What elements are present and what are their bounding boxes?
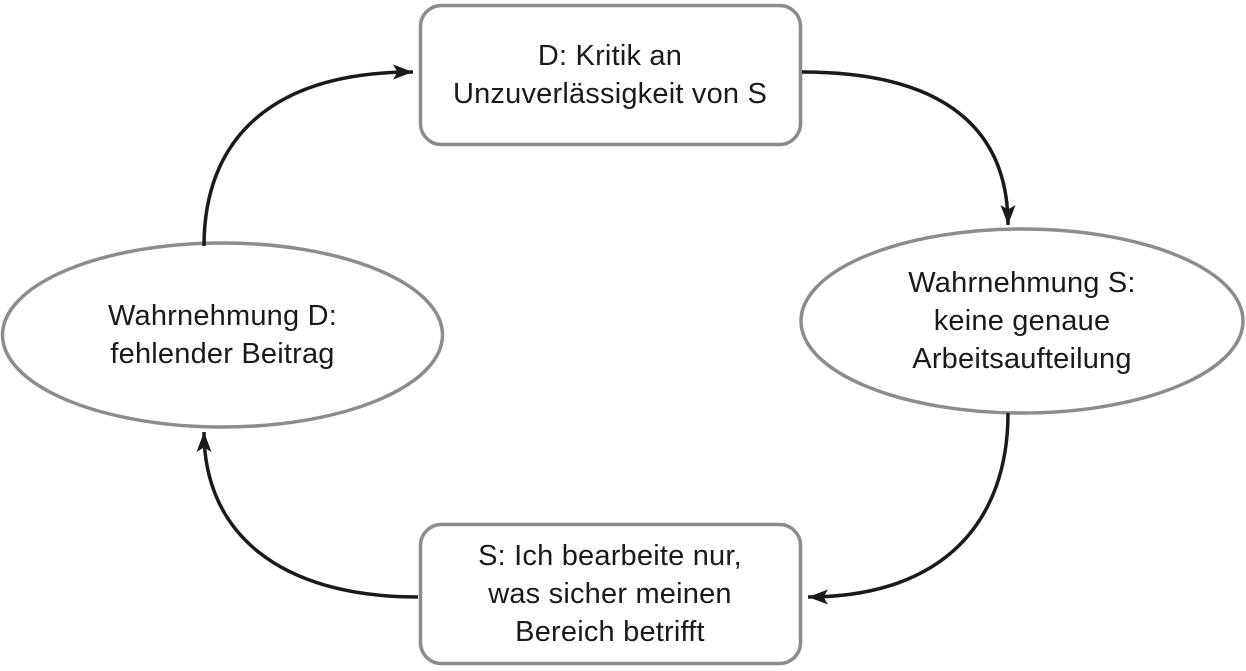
- node-bottom-box-label: S: Ich bearbeite nur, was sicher meinen …: [478, 540, 742, 648]
- edge-left-ellipse-to-top-box: [202, 64, 414, 247]
- node-left-ellipse-shape: [0, 241, 445, 429]
- node-bottom-box-shape: [418, 522, 803, 666]
- node-right-ellipse-shape: [799, 227, 1245, 415]
- node-right-ellipse-label: Wahrnehmung S: keine genaue Arbeitsaufte…: [908, 267, 1136, 375]
- node-left-ellipse-label: Wahrnehmung D: fehlender Beitrag: [108, 300, 337, 370]
- edge-top-box-to-right-ellipse: [801, 70, 1016, 226]
- edge-bottom-box-to-left-ellipse: [196, 431, 419, 599]
- edge-right-ellipse-to-bottom-box: [807, 412, 1010, 605]
- node-top-box-label: D: Kritik an Unzuverlässigkeit von S: [452, 40, 768, 110]
- node-top-box-shape: [418, 3, 803, 147]
